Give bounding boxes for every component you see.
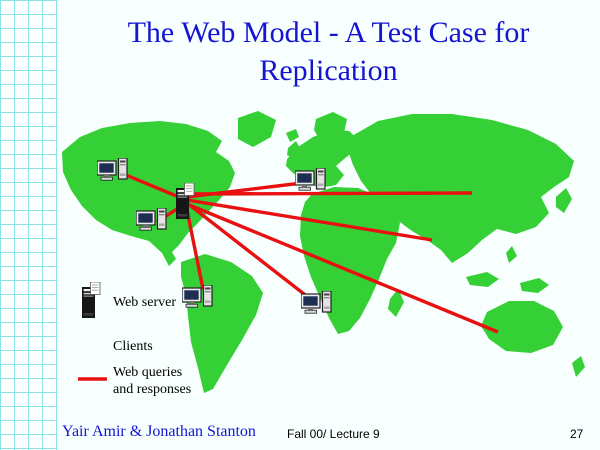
query-response-line <box>186 198 433 242</box>
query-response-line <box>185 201 315 303</box>
landmass-north-america <box>62 121 235 266</box>
client-computer-icon <box>136 208 166 230</box>
landmass-indonesia <box>466 272 499 287</box>
landmass-australia <box>481 301 563 353</box>
landmass-new-zealand <box>572 356 585 377</box>
graph-paper-border <box>0 0 57 450</box>
landmass-japan <box>556 188 572 213</box>
legend-queries-line2: and responses <box>113 382 192 397</box>
landmass-iceland <box>286 129 299 142</box>
legend-server-tower-icon <box>82 282 100 318</box>
legend-web-server-label: Web server <box>113 295 177 310</box>
legend-icons <box>78 282 107 381</box>
slide-title-line1: The Web Model - A Test Case for <box>127 16 530 49</box>
landmass-new-guinea <box>520 278 549 293</box>
client-computer-icon <box>97 158 127 180</box>
footer-course: Fall 00/ Lecture 9 <box>287 427 380 441</box>
query-response-line <box>186 202 499 334</box>
client-computer-icon <box>182 285 212 307</box>
landmass-madagascar <box>388 289 404 317</box>
legend-queries-label: Web queries and responses <box>113 364 223 398</box>
footer-authors: Yair Amir & Jonathan Stanton <box>62 423 256 440</box>
query-lines-layer <box>125 173 499 334</box>
query-response-line <box>186 191 473 196</box>
client-computer-icon <box>301 291 331 313</box>
slide-title: The Web Model - A Test Case for Replicat… <box>57 14 600 90</box>
legend-queries-line1: Web queries <box>113 365 183 380</box>
landmass-greenland <box>238 111 276 147</box>
page-number: 27 <box>570 427 584 441</box>
client-computer-icon <box>295 168 325 190</box>
landmass-asia <box>348 114 574 263</box>
landmass-philippines <box>506 246 517 263</box>
legend-clients-label: Clients <box>113 339 153 354</box>
slide-title-line2: Replication <box>259 54 398 87</box>
